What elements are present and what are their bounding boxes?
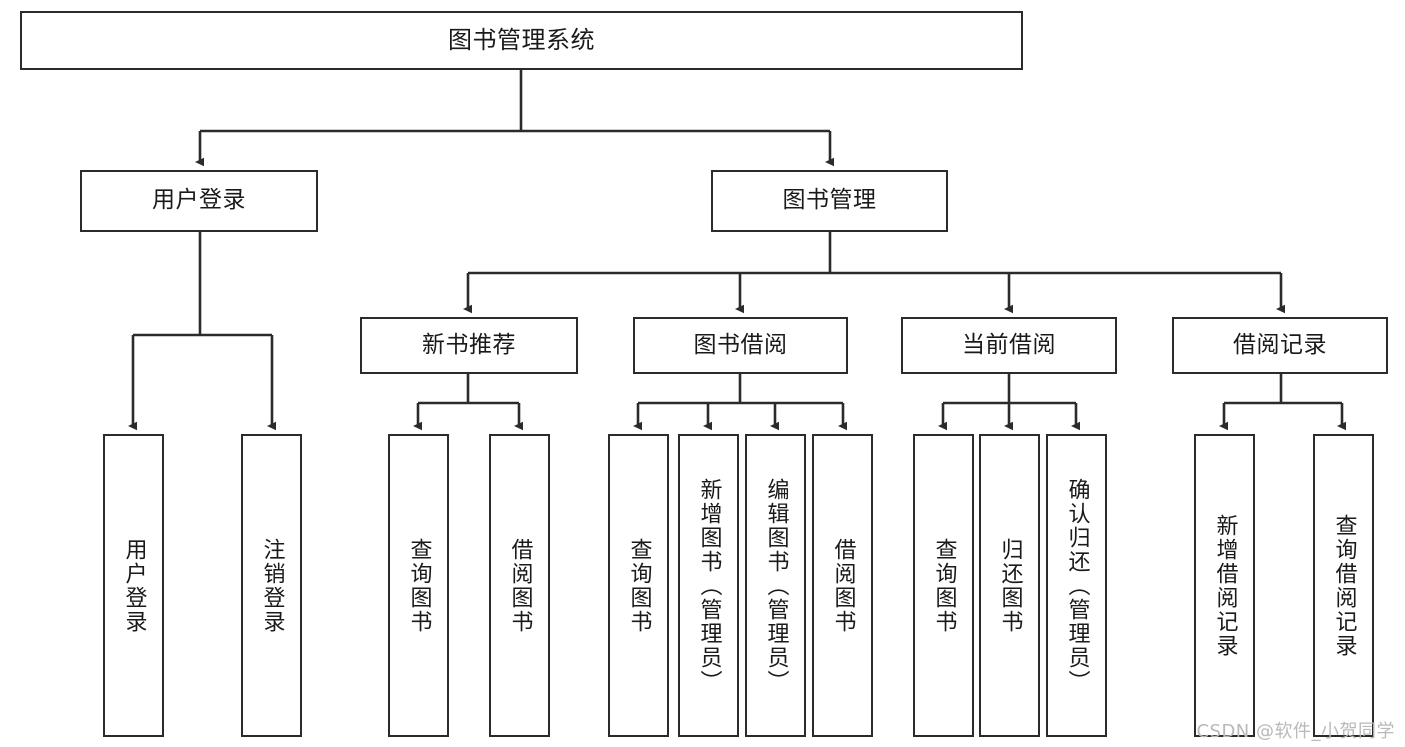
node-label: 用户登录 [152,187,246,214]
node-leaf-query-book-1[interactable]: 查询图书 [388,434,449,737]
node-label: 归还图书 [997,537,1023,634]
node-label: 图书借阅 [693,331,788,358]
node-leaf-user-login[interactable]: 用户登录 [103,434,164,737]
node-book-borrow[interactable]: 图书借阅 [633,317,848,374]
node-label: 注销登录 [259,537,285,634]
node-new-book-recommend[interactable]: 新书推荐 [360,317,578,374]
node-leaf-query-book-3[interactable]: 查询图书 [913,434,974,737]
node-leaf-edit-book-admin[interactable]: 编辑图书（管理员） [745,434,806,737]
node-leaf-query-borrow-record[interactable]: 查询借阅记录 [1313,434,1374,737]
node-label: 当前借阅 [962,331,1056,358]
node-label: 图书管理系统 [448,26,595,55]
node-book-manage[interactable]: 图书管理 [711,170,948,232]
watermark-text: CSDN @软件_小贺同学 [1196,721,1395,742]
node-leaf-user-logout[interactable]: 注销登录 [241,434,302,737]
node-label: 查询图书 [931,537,957,634]
node-leaf-query-book-2[interactable]: 查询图书 [608,434,669,737]
node-user-login[interactable]: 用户登录 [80,170,318,232]
node-label: 查询借阅记录 [1331,513,1357,658]
node-label: 新增借阅记录 [1212,513,1238,658]
node-root-system[interactable]: 图书管理系统 [20,11,1023,70]
node-label: 查询图书 [406,537,432,634]
node-label: 确认归还（管理员） [1064,477,1090,694]
node-label: 图书管理 [782,187,877,214]
node-label: 借阅图书 [507,537,533,634]
node-current-borrow[interactable]: 当前借阅 [901,317,1117,374]
node-label: 借阅图书 [830,537,856,634]
node-leaf-add-book-admin[interactable]: 新增图书（管理员） [678,434,739,737]
node-leaf-add-borrow-record[interactable]: 新增借阅记录 [1194,434,1255,737]
node-label: 编辑图书（管理员） [763,477,789,694]
node-leaf-borrow-book-1[interactable]: 借阅图书 [489,434,550,737]
node-leaf-confirm-return-admin[interactable]: 确认归还（管理员） [1046,434,1107,737]
node-label: 查询图书 [626,537,652,634]
node-label: 新书推荐 [422,331,516,358]
node-borrow-record[interactable]: 借阅记录 [1172,317,1388,374]
node-leaf-borrow-book-2[interactable]: 借阅图书 [812,434,873,737]
node-label: 用户登录 [121,537,147,634]
node-leaf-return-book[interactable]: 归还图书 [979,434,1040,737]
node-label: 借阅记录 [1233,331,1327,358]
node-label: 新增图书（管理员） [696,477,722,694]
